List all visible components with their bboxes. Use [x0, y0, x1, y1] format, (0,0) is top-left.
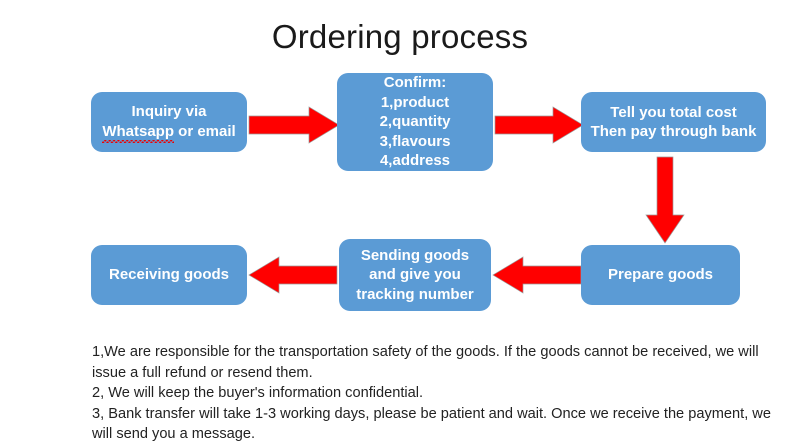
flow-node-sending-goods-line-3: tracking number: [356, 285, 474, 303]
connector-prepare-to-sending-icon: [492, 256, 582, 294]
flow-node-inquiry-line-2: Whatsapp or email: [97, 122, 241, 143]
flow-node-confirm-line-5: 4,address: [379, 152, 451, 170]
flow-node-total-cost-line-2: Then pay through bank: [590, 123, 757, 140]
flow-node-confirm-line-4: 3,flavours: [379, 132, 451, 150]
flow-node-prepare-goods-line-1: Prepare goods: [607, 266, 714, 284]
flow-node-receiving-goods-text: Receiving goods: [97, 265, 241, 285]
flow-node-total-cost-line-1: Tell you total cost: [610, 103, 737, 121]
flow-node-sending-goods-text: Sending goods and give you tracking numb…: [345, 246, 485, 305]
connector-sending-to-receiving-icon: [248, 256, 338, 294]
flow-node-total-cost[interactable]: Tell you total cost Then pay through ban…: [581, 92, 766, 152]
flow-node-receiving-goods[interactable]: Receiving goods: [91, 245, 247, 305]
footer-note-1: 1,We are responsible for the transportat…: [92, 344, 759, 381]
connector-inquiry-to-confirm-icon: [248, 106, 340, 144]
flow-node-confirm[interactable]: Confirm: 1,product 2,quantity 3,flavours…: [337, 73, 493, 171]
flow-node-total-cost-text: Tell you total cost Then pay through ban…: [587, 103, 760, 142]
misspelled-word-whatsapp: Whatsapp: [102, 122, 174, 143]
connector-confirm-to-total-cost-icon: [494, 106, 584, 144]
flow-node-receiving-goods-line-1: Receiving goods: [108, 266, 230, 284]
flow-node-confirm-line-3: 2,quantity: [379, 113, 451, 131]
connector-total-cost-to-prepare-icon: [645, 156, 685, 244]
flow-node-sending-goods[interactable]: Sending goods and give you tracking numb…: [339, 239, 491, 311]
footer-notes: 1,We are responsible for the transportat…: [92, 342, 782, 445]
flow-node-inquiry[interactable]: Inquiry via Whatsapp or email: [91, 92, 247, 152]
flow-node-sending-goods-line-1: Sending goods: [360, 246, 470, 264]
flow-node-inquiry-line-1: Inquiry via: [131, 103, 207, 120]
footer-note-2: 2, We will keep the buyer's information …: [92, 385, 424, 402]
page-title: Ordering process: [271, 18, 529, 55]
flow-node-prepare-goods[interactable]: Prepare goods: [581, 245, 740, 305]
flow-node-inquiry-text: Inquiry via Whatsapp or email: [97, 102, 241, 143]
flow-node-sending-goods-line-2: and give you: [369, 266, 461, 284]
footer-note-3: 3, Bank transfer will take 1-3 working d…: [92, 405, 771, 443]
flow-node-confirm-line-2: 1,product: [380, 93, 450, 111]
flow-node-confirm-text: Confirm: 1,product 2,quantity 3,flavours…: [343, 73, 487, 171]
flow-node-inquiry-line-2-rest: or email: [173, 122, 236, 140]
flow-node-prepare-goods-text: Prepare goods: [587, 265, 734, 285]
flow-node-confirm-line-1: Confirm:: [383, 74, 447, 92]
